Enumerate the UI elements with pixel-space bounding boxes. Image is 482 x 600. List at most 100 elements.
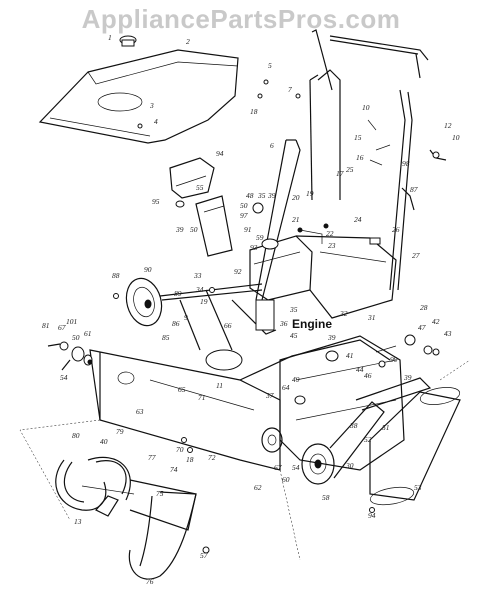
callout-c54b: 54 xyxy=(292,463,300,472)
callout-c76: 76 xyxy=(146,577,154,586)
callout-c22: 22 xyxy=(326,229,334,238)
auger-spiral-assembly xyxy=(55,456,197,580)
callout-c67b: 67 xyxy=(274,463,282,472)
callout-c87: 87 xyxy=(410,185,418,194)
callout-c94: 94 xyxy=(216,149,224,158)
callout-c51: 51 xyxy=(382,423,390,432)
callout-c74: 74 xyxy=(170,465,178,474)
callout-c79: 79 xyxy=(116,427,124,436)
callout-c62: 62 xyxy=(254,483,262,492)
callout-c99: 99 xyxy=(390,355,398,364)
callout-c45: 45 xyxy=(290,331,298,340)
callout-c48: 48 xyxy=(246,191,254,200)
callout-c19b: 19 xyxy=(200,297,208,306)
engine-label: Engine xyxy=(292,317,332,331)
callout-c39: 39 xyxy=(267,191,276,200)
callout-c40: 40 xyxy=(100,437,108,446)
callout-c101: 101 xyxy=(66,317,77,326)
callout-c49: 49 xyxy=(292,375,300,384)
callout-c6: 6 xyxy=(270,141,274,150)
callout-c4: 4 xyxy=(154,117,158,126)
wheel-left xyxy=(125,277,163,327)
callout-c50: 50 xyxy=(240,201,248,210)
callout-c26: 26 xyxy=(392,225,400,234)
top-cover-shroud xyxy=(38,35,239,144)
callout-c66: 66 xyxy=(224,321,232,330)
callout-numbers: 1 2 3 4 5 7 18 6 10 15 16 98 12 10 94 55… xyxy=(42,33,460,586)
callout-c39c: 39 xyxy=(327,333,336,342)
callout-c38: 38 xyxy=(349,421,358,430)
callout-c10: 10 xyxy=(362,103,370,112)
chute-deflector xyxy=(169,157,264,257)
callout-c59: 59 xyxy=(256,233,264,242)
belt-pulleys xyxy=(261,377,432,485)
callout-c98: 98 xyxy=(402,159,410,168)
right-side-fasteners xyxy=(375,334,440,368)
callout-c44: 44 xyxy=(356,365,364,374)
callout-c81: 81 xyxy=(42,321,50,330)
callout-c33: 33 xyxy=(193,271,202,280)
callout-c35: 35 xyxy=(257,191,266,200)
callout-c7: 7 xyxy=(288,85,292,94)
callout-c35b: 35 xyxy=(289,305,298,314)
callout-c52: 52 xyxy=(364,435,372,444)
callout-c46: 46 xyxy=(364,371,372,380)
callout-c75: 75 xyxy=(156,489,164,498)
callout-c58: 58 xyxy=(322,493,330,502)
callout-c80: 80 xyxy=(72,431,80,440)
callout-c36: 36 xyxy=(279,319,288,328)
callout-c86: 86 xyxy=(172,319,180,328)
callout-c42: 42 xyxy=(432,317,440,326)
callout-c12: 12 xyxy=(444,121,452,130)
callout-c92: 92 xyxy=(234,267,242,276)
callout-c18: 18 xyxy=(250,107,258,116)
callout-c34: 34 xyxy=(195,285,204,294)
callout-c17: 17 xyxy=(336,169,344,178)
callout-c77: 77 xyxy=(148,453,156,462)
impeller-auger-cylinder xyxy=(369,359,471,506)
callout-c31: 31 xyxy=(367,313,376,322)
callout-c60: 60 xyxy=(282,475,290,484)
callout-c18b: 18 xyxy=(186,455,194,464)
callout-c41: 41 xyxy=(346,351,354,360)
callout-c28: 28 xyxy=(420,303,428,312)
handle-assembly xyxy=(255,29,429,301)
misc-bolts xyxy=(113,79,375,554)
callout-c19: 19 xyxy=(306,189,314,198)
callout-c71: 71 xyxy=(198,393,206,402)
callout-c85: 85 xyxy=(162,333,170,342)
callout-c95: 95 xyxy=(152,197,160,206)
callout-c43: 43 xyxy=(444,329,452,338)
callout-c89: 89 xyxy=(174,289,182,298)
callout-c11: 11 xyxy=(216,381,223,390)
callout-c55: 55 xyxy=(196,183,204,192)
callout-c5: 5 xyxy=(268,61,272,70)
callout-c72: 72 xyxy=(208,453,216,462)
callout-c54: 54 xyxy=(60,373,68,382)
callout-c24: 24 xyxy=(354,215,362,224)
callout-c21: 21 xyxy=(292,215,300,224)
callout-c63: 63 xyxy=(136,407,144,416)
callout-c94b: 94 xyxy=(368,511,376,520)
callout-c1: 1 xyxy=(108,33,112,42)
callout-c53: 53 xyxy=(414,483,422,492)
callout-c90: 90 xyxy=(144,265,152,274)
callout-c15: 15 xyxy=(354,133,362,142)
callout-c91: 91 xyxy=(244,225,252,234)
callout-c13: 13 xyxy=(74,517,82,526)
callout-c57: 57 xyxy=(200,551,208,560)
control-linkage-parts xyxy=(367,119,447,211)
callout-c37: 37 xyxy=(265,391,274,400)
callout-c9: 9 xyxy=(184,313,188,322)
callout-c10b: 10 xyxy=(452,133,460,142)
callout-c67: 67 xyxy=(58,323,66,332)
callout-c3: 3 xyxy=(149,101,154,110)
callout-c47: 47 xyxy=(418,323,426,332)
callout-c23: 23 xyxy=(328,241,336,250)
callout-c88: 88 xyxy=(112,271,120,280)
left-side-bearing-parts xyxy=(47,341,93,371)
callout-c16: 16 xyxy=(356,153,364,162)
callout-c25: 25 xyxy=(346,165,354,174)
